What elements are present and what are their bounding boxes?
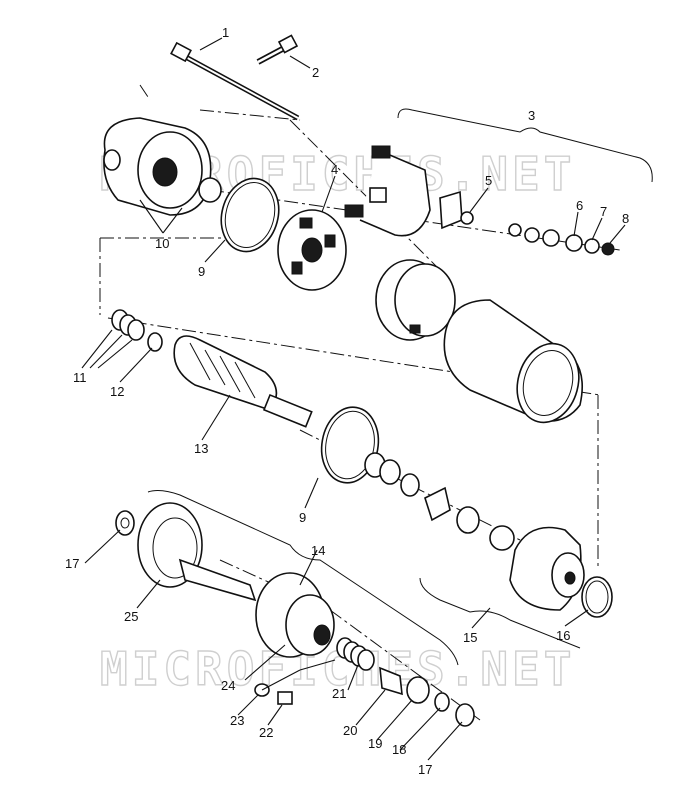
armature <box>173 335 313 428</box>
callout-19: 19 <box>368 736 382 751</box>
through-bolt <box>170 41 300 121</box>
washer-17-top <box>115 510 135 536</box>
washer-17-bottom <box>455 703 475 727</box>
brush-holder-assembly <box>344 145 615 256</box>
callout-9-top: 9 <box>198 264 205 279</box>
yoke <box>443 299 584 424</box>
pinion-shaft <box>137 502 257 602</box>
bracket-15 <box>419 577 581 649</box>
callout-18: 18 <box>392 742 406 757</box>
callout-13: 13 <box>194 441 208 456</box>
bracket-3 <box>397 108 653 183</box>
spring-washers <box>111 309 163 352</box>
callout-17-bottom: 17 <box>418 762 432 777</box>
callout-17-top: 17 <box>65 556 79 571</box>
pinion-spring <box>336 637 375 671</box>
front-housing <box>103 117 222 216</box>
callout-2: 2 <box>312 65 319 80</box>
callout-5: 5 <box>485 173 492 188</box>
short-bolt <box>256 34 299 65</box>
callout-7: 7 <box>600 204 607 219</box>
callout-20: 20 <box>343 723 357 738</box>
bearing-19 <box>406 676 430 704</box>
callout-23: 23 <box>230 713 244 728</box>
pinion-collar <box>379 666 403 696</box>
bracket-14 <box>147 490 459 666</box>
callout-21: 21 <box>332 686 346 701</box>
overrunning-clutch <box>255 572 335 658</box>
callout-3: 3 <box>528 108 535 123</box>
o-ring-top <box>220 177 280 253</box>
mid-washers <box>364 452 515 551</box>
callout-4: 4 <box>331 162 338 177</box>
callout-24: 24 <box>221 678 235 693</box>
callout-15: 15 <box>463 630 477 645</box>
callout-22: 22 <box>259 725 273 740</box>
bolt-22 <box>277 691 293 705</box>
callout-8: 8 <box>622 211 629 226</box>
o-ring-16 <box>581 576 613 618</box>
callout-11: 11 <box>73 370 87 385</box>
callout-1: 1 <box>222 25 229 40</box>
callout-14: 14 <box>311 543 325 558</box>
callout-10: 10 <box>155 236 169 251</box>
circlip-18 <box>434 692 450 712</box>
callout-25: 25 <box>124 609 138 624</box>
callout-6: 6 <box>576 198 583 213</box>
commutator-end-cover <box>375 259 456 341</box>
callout-labels: 1 2 3 4 5 6 7 8 9 9 10 11 12 13 14 15 16… <box>65 25 629 777</box>
callout-12: 12 <box>110 384 124 399</box>
callout-16: 16 <box>556 628 570 643</box>
callout-9-lower: 9 <box>299 510 306 525</box>
watermark-bottom: MICROFICHES.NET <box>100 642 575 696</box>
o-ring-lower <box>320 406 380 484</box>
rear-housing <box>509 526 585 611</box>
brush-plate <box>277 209 347 291</box>
